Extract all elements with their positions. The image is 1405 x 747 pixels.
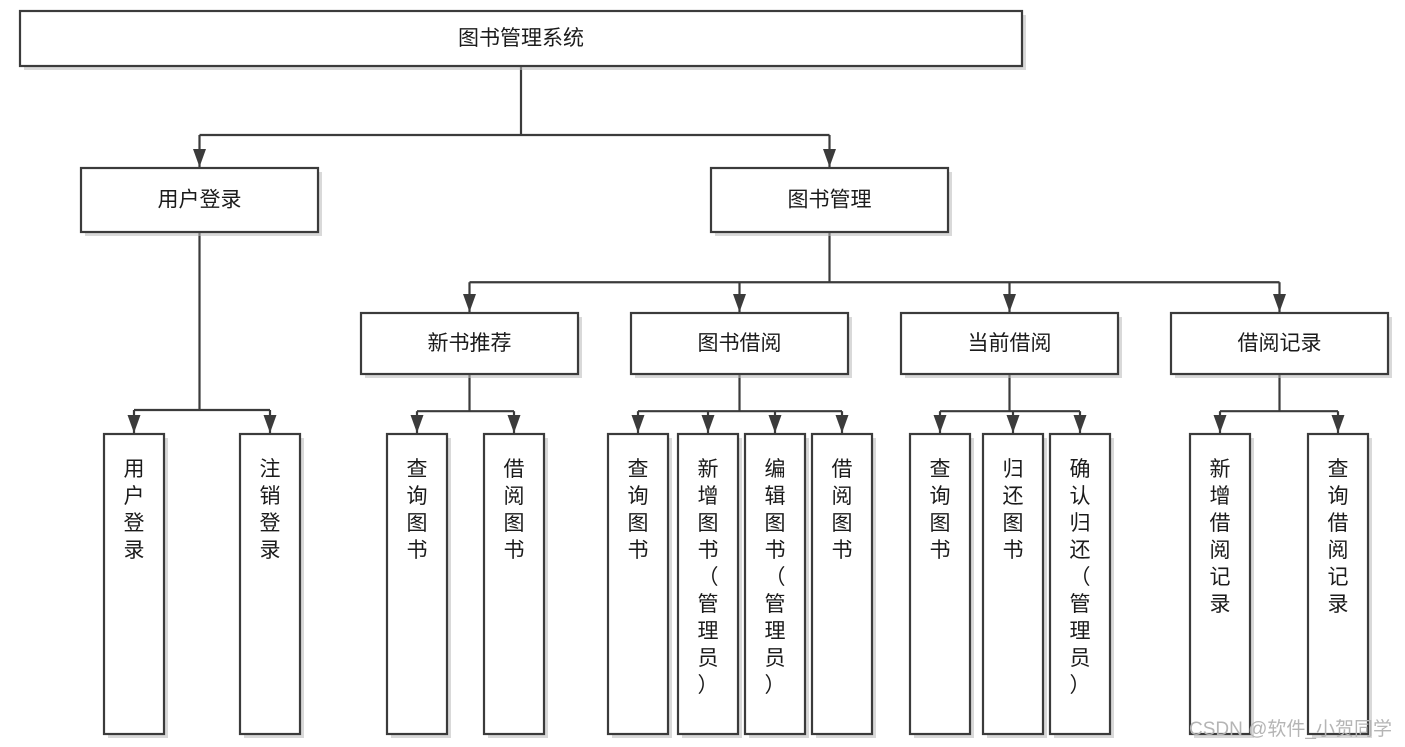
node-rect[interactable] [1048,432,1112,736]
node-label: 图书管理 [788,189,872,212]
node-rect[interactable] [981,432,1045,736]
node-rect[interactable] [359,311,580,376]
node-leaf-logout[interactable]: 注销登录 [238,432,304,738]
arrow-head [823,149,836,167]
arrow-head [127,415,141,433]
node-leaf-add-record[interactable]: 新增借阅记录 [1188,432,1254,738]
node-label: 查询图书 [628,458,649,562]
node-label: 查询图书 [407,458,428,562]
node-label: 确认归还（管理员） [1070,458,1091,697]
node-user-login[interactable]: 用户登录 [79,166,322,236]
arrow-head [701,415,715,433]
arrow-head [507,415,521,433]
node-root[interactable]: 图书管理系统 [18,9,1026,70]
node-label: 新增借阅记录 [1210,458,1231,616]
node-label: 注销登录 [260,458,281,562]
node-leaf-confirm-return[interactable]: 确认归还（管理员） [1048,432,1114,738]
node-leaf-query-record[interactable]: 查询借阅记录 [1306,432,1372,738]
node-label: 查询图书 [930,458,951,562]
arrow-head [1213,415,1227,433]
arrow-head [933,415,947,433]
node-leaf-user-login[interactable]: 用户登录 [102,432,168,738]
node-rect[interactable] [1306,432,1370,736]
node-rect[interactable] [1188,432,1252,736]
node-leaf-add-book[interactable]: 新增图书（管理员） [676,432,742,738]
arrow-head [193,149,206,167]
node-label: 归还图书 [1003,458,1024,562]
node-label: 借阅图书 [832,458,853,562]
node-label: 借阅记录 [1238,332,1322,355]
node-rect[interactable] [606,432,670,736]
node-label: 当前借阅 [968,332,1052,355]
arrow-head [768,415,782,433]
node-rect[interactable] [899,311,1120,376]
node-leaf-return-book[interactable]: 归还图书 [981,432,1047,738]
node-rect[interactable] [482,432,546,736]
node-leaf-query-book-rec[interactable]: 查询图书 [385,432,451,738]
node-book-manage[interactable]: 图书管理 [709,166,952,236]
node-rect[interactable] [102,432,166,736]
node-label: 编辑图书（管理员） [765,458,786,697]
csdn-watermark: CSDN @软件_小贺同学 [1189,718,1392,740]
node-book-borrow[interactable]: 图书借阅 [629,311,852,378]
node-label: 新书推荐 [428,332,512,355]
arrow-head [263,415,277,433]
node-label: 查询借阅记录 [1328,458,1349,616]
arrow-head [1003,294,1016,312]
node-label: 用户登录 [158,189,242,212]
arrow-head [733,294,746,312]
node-rect[interactable] [709,166,950,234]
node-rect[interactable] [79,166,320,234]
arrow-head [463,294,476,312]
arrow-head [835,415,849,433]
node-leaf-query-book-current[interactable]: 查询图书 [908,432,974,738]
connector-layer [127,66,1345,433]
node-layer: 图书管理系统用户登录图书管理新书推荐图书借阅当前借阅借阅记录用户登录注销登录查询… [18,9,1392,738]
node-label: 借阅图书 [504,458,525,562]
node-label: 用户登录 [124,458,145,562]
node-leaf-borrow-book-rec[interactable]: 借阅图书 [482,432,548,738]
node-rect[interactable] [18,9,1024,68]
node-label: 图书管理系统 [458,27,584,50]
arrow-head [631,415,645,433]
node-leaf-edit-book[interactable]: 编辑图书（管理员） [743,432,809,738]
node-leaf-query-book-borrow[interactable]: 查询图书 [606,432,672,738]
node-rect[interactable] [810,432,874,736]
arrow-head [1073,415,1087,433]
node-label: 图书借阅 [698,332,782,355]
node-new-book-rec[interactable]: 新书推荐 [359,311,582,378]
node-rect[interactable] [238,432,302,736]
node-rect[interactable] [385,432,449,736]
node-current-borrow[interactable]: 当前借阅 [899,311,1122,378]
node-rect[interactable] [908,432,972,736]
node-leaf-borrow-book[interactable]: 借阅图书 [810,432,876,738]
arrow-head [1273,294,1286,312]
node-borrow-record[interactable]: 借阅记录 [1169,311,1392,378]
arrow-head [1006,415,1020,433]
node-rect[interactable] [676,432,740,736]
arrow-head [410,415,424,433]
node-label: 新增图书（管理员） [698,458,719,697]
node-rect[interactable] [629,311,850,376]
node-rect[interactable] [1169,311,1390,376]
arrow-head [1331,415,1345,433]
node-rect[interactable] [743,432,807,736]
